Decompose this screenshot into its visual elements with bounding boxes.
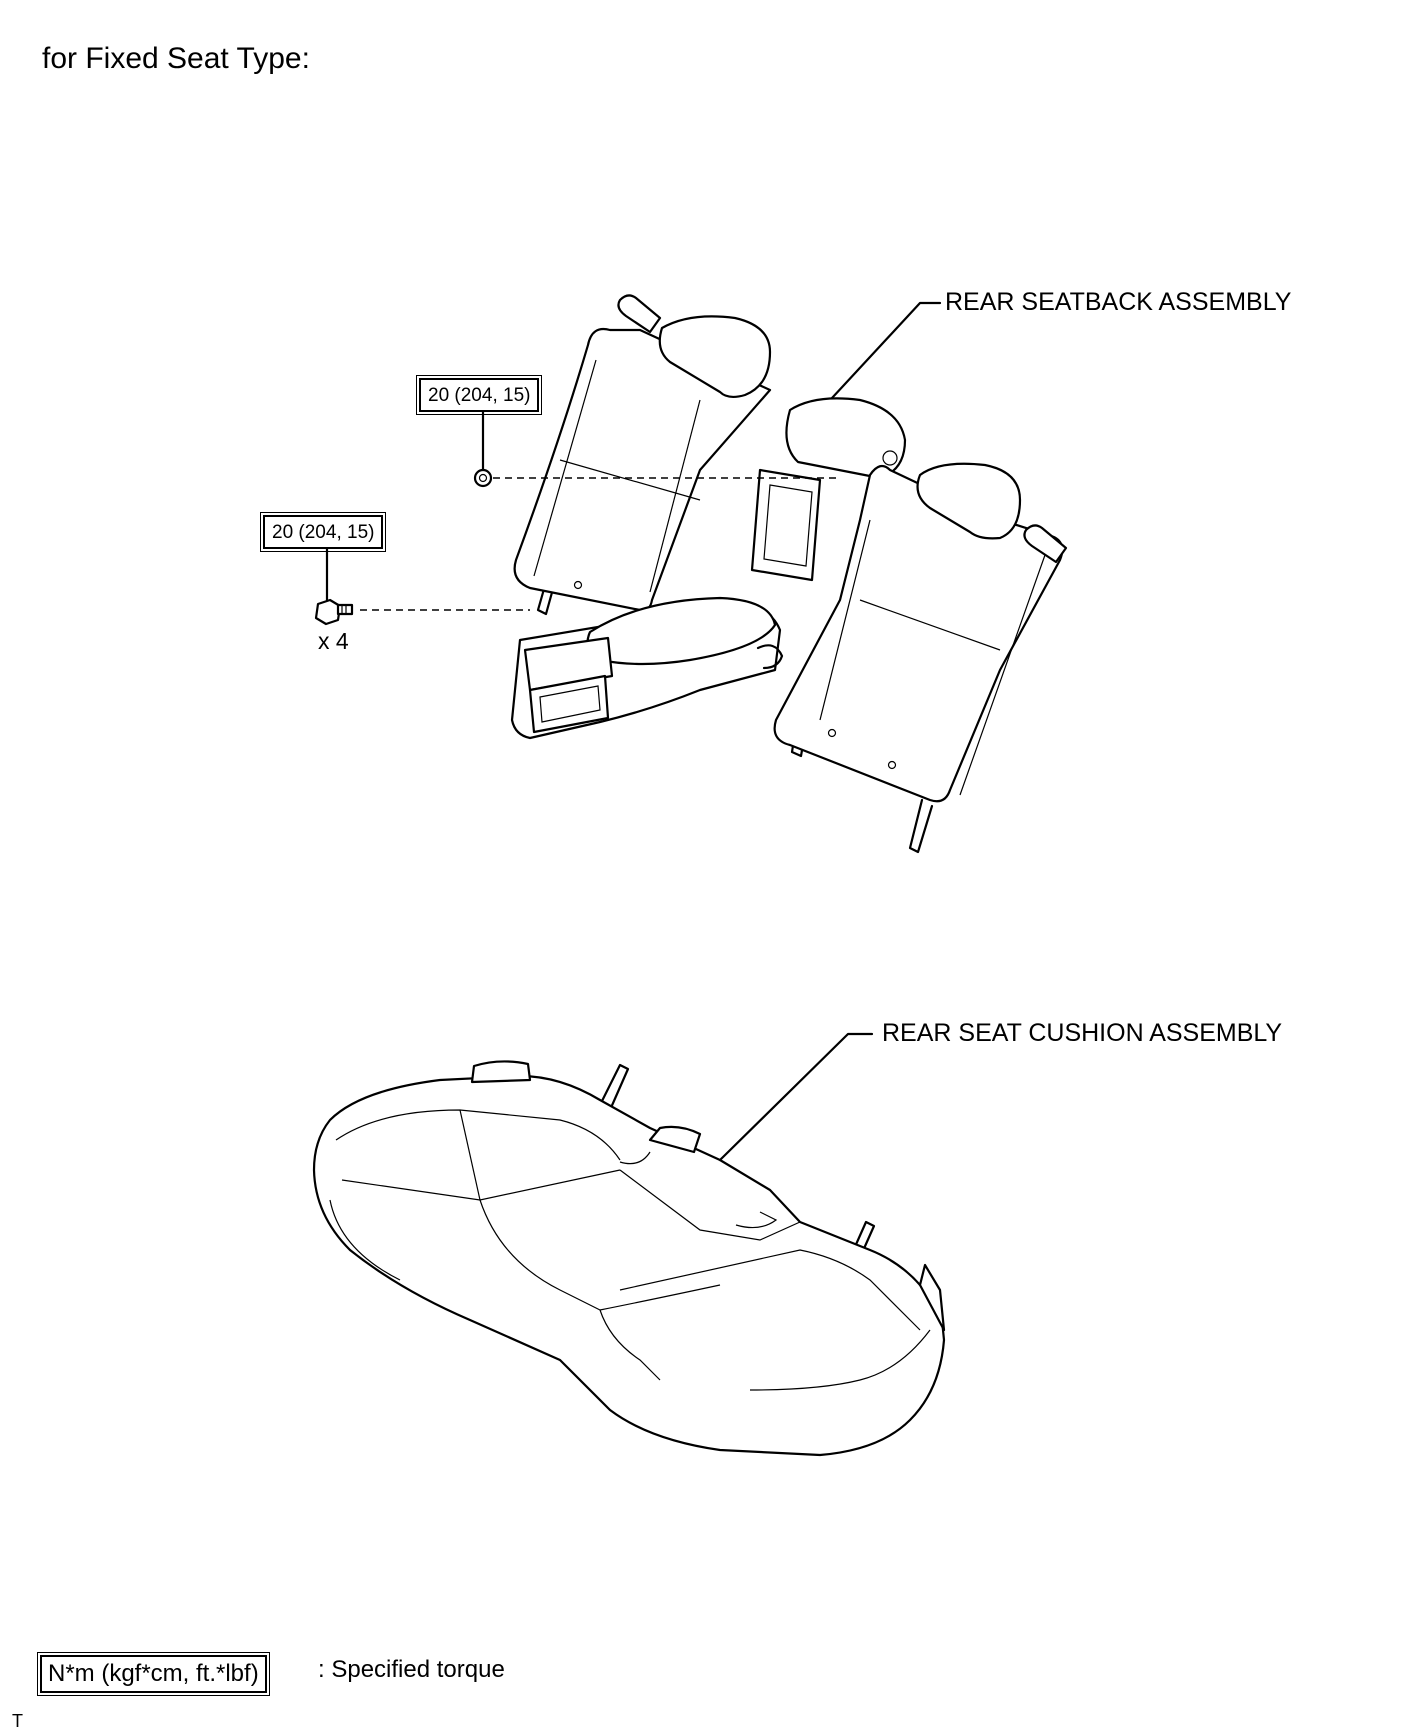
rear-seat-cushion-illustration [312,1032,946,1457]
right-seatback-top-hook [1023,524,1068,564]
center-headrest [785,397,907,480]
bolt-quantity-label: x 4 [318,628,349,654]
nut [473,468,493,488]
nut-torque-callout: 20 (204, 15) [415,375,543,415]
rear-seatback-illustration [314,294,1068,854]
armrest-front-pocket [528,674,610,734]
page-title: for Fixed Seat Type: [42,42,310,75]
cushion-rear-tab-left [470,1060,532,1084]
rear-seatback-assembly-label: REAR SEATBACK ASSEMBLY [945,288,1292,316]
cupholder-area [523,636,614,692]
bolt-torque-callout: 20 (204, 15) [259,512,387,552]
cushion-side-flap [918,1263,946,1332]
corner-mark: T [12,1711,23,1731]
cushion-body [312,1074,946,1457]
left-headrest [658,315,772,399]
legend-description: : Specified torque [318,1656,505,1683]
seatback-hook-right [908,798,934,854]
legend-unit-box: N*m (kgf*cm, ft.*lbf) [37,1652,270,1696]
cushion-rear-tab-center [648,1125,702,1154]
left-seatback-top-hook [617,294,662,334]
cushion-hook-rear-right [848,1220,876,1264]
armrest-pivot [756,644,784,670]
seatback-hook-left [536,573,558,616]
cushion-hook-rear-left [598,1063,630,1112]
rear-seat-cushion-assembly-label: REAR SEAT CUSHION ASSEMBLY [882,1019,1283,1047]
seatback-leader-line [830,301,942,400]
cushion-leader-line [718,1032,874,1162]
right-headrest [916,462,1022,540]
bolt [314,598,354,626]
